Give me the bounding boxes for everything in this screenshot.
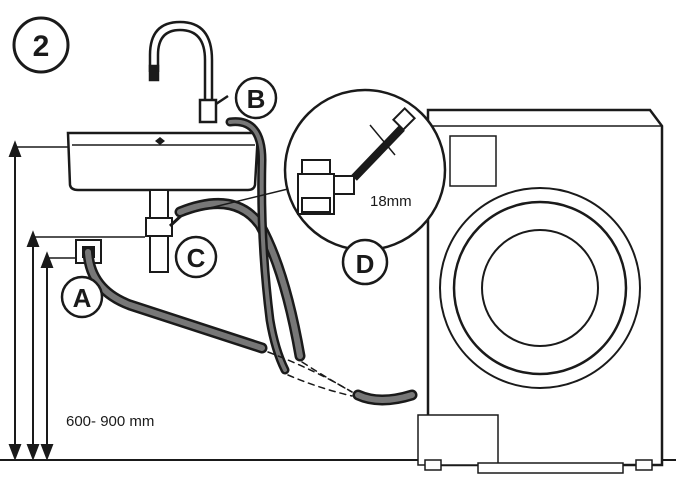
callout-a-label: A	[73, 283, 92, 313]
callout-c-label: C	[187, 243, 206, 273]
detail-magnifier: 18mm	[283, 88, 447, 252]
drain-hoses	[82, 117, 418, 406]
detail-leader-line	[184, 187, 293, 215]
height-dimension-arrows	[8, 140, 145, 461]
callout-d: D	[341, 238, 389, 286]
callout-c: C	[174, 235, 218, 279]
callout-a: A	[60, 275, 104, 319]
callout-b: B	[234, 76, 278, 120]
step-number: 2	[33, 30, 50, 63]
callout-d-label: D	[356, 249, 375, 279]
washing-machine	[417, 108, 664, 474]
sink-drain-trap	[145, 189, 185, 273]
sink	[66, 131, 260, 192]
callout-b-label: B	[247, 84, 266, 114]
step-badge: 2	[12, 16, 70, 74]
faucet	[148, 20, 229, 124]
hose-connector	[351, 106, 417, 181]
trap-fitting	[297, 159, 355, 215]
hose-diameter-label: 18mm	[370, 193, 412, 210]
height-range-label: 600- 900 mm	[66, 413, 154, 430]
